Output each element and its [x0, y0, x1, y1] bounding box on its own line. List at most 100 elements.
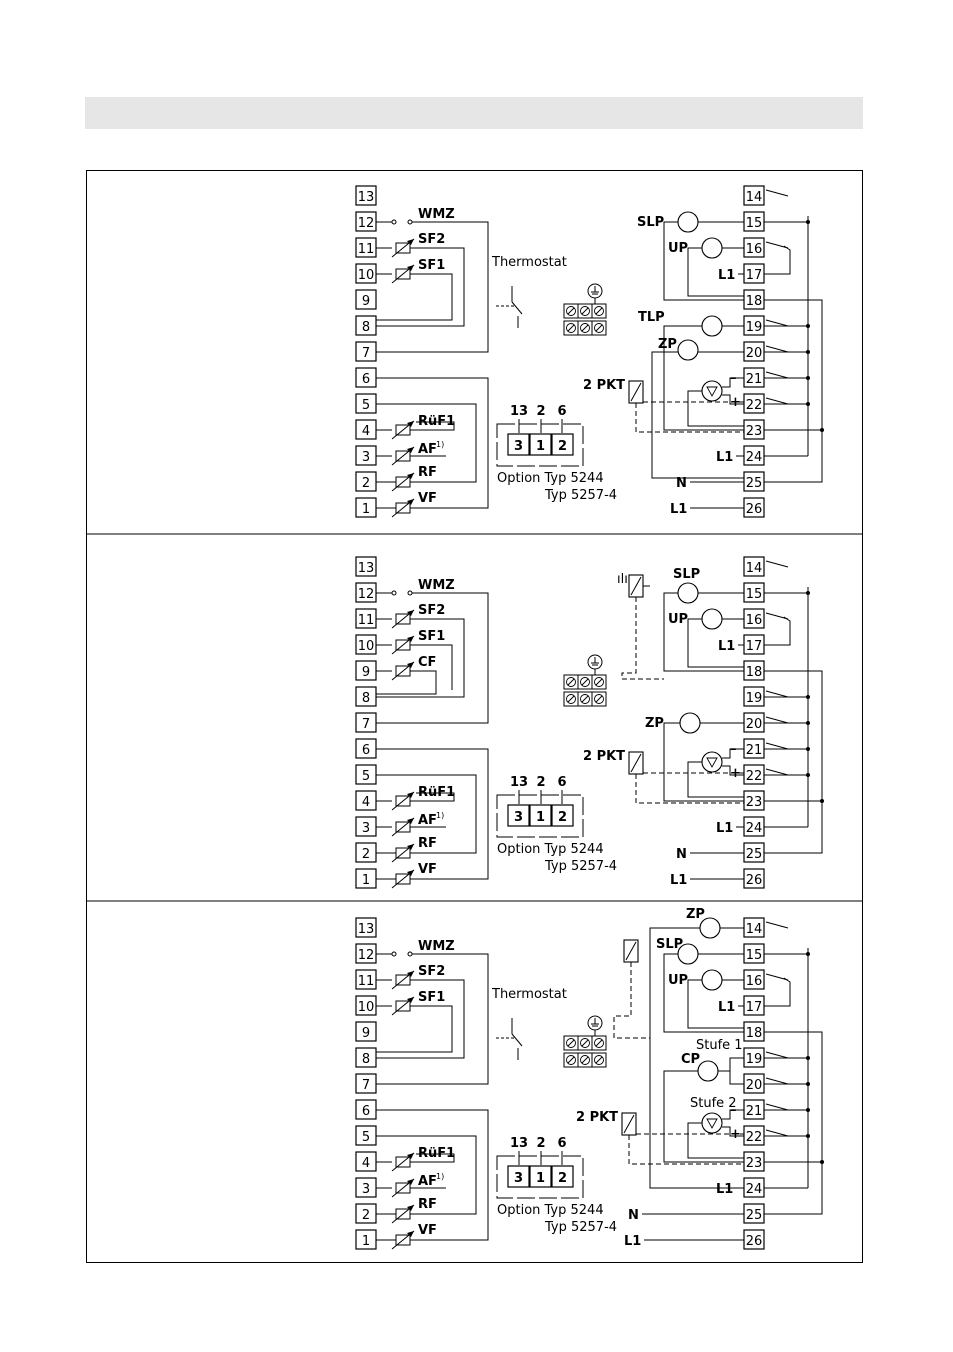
left-terminal-2-label: 2 [362, 476, 370, 491]
option-box-box-label: 3 [514, 1171, 523, 1186]
valve-wire-22 [722, 1126, 744, 1137]
right-terminal-21-label: 21 [746, 743, 763, 758]
ground-terminal-screw-slot [567, 307, 575, 315]
wmz-contact [391, 219, 397, 225]
two-pkt-label: 2 PKT [583, 378, 625, 393]
ground-terminal-screw-head [594, 306, 604, 316]
slp-pump [677, 211, 699, 233]
wmz-contact [391, 590, 397, 596]
left-terminal-10-label: 10 [358, 1000, 375, 1015]
rf-arrowhead [407, 473, 414, 479]
sf1-arrowhead [407, 997, 414, 1003]
l1-label-26: L1 [670, 873, 687, 888]
right-terminal-20-label: 20 [746, 346, 763, 361]
slp-pump [677, 582, 699, 604]
ground-terminal-screw-slot [581, 695, 589, 703]
l1-label-24: L1 [716, 821, 733, 836]
relay-contact-14 [765, 189, 789, 197]
cp-label: CP [681, 1052, 700, 1067]
right-terminal-22-label: 22 [746, 1130, 763, 1145]
right-terminal-23-label: 23 [746, 1156, 763, 1171]
slp-return [663, 221, 744, 301]
right-terminal-16-label: 16 [746, 974, 763, 989]
up-pump [701, 237, 723, 259]
cf-return [376, 670, 437, 695]
contact-16 [765, 973, 789, 981]
vf-return [376, 1109, 489, 1241]
ground-terminal-screw-head [580, 694, 590, 704]
option-box-box-label: 1 [536, 1171, 545, 1186]
left-terminal-1-label: 1 [362, 502, 370, 517]
two-pkt-dash-return [635, 403, 744, 433]
sf2-label: SF2 [418, 964, 445, 979]
right-terminal-20-label: 20 [746, 717, 763, 732]
two-pkt-label: 2 PKT [583, 749, 625, 764]
left-terminal-5-label: 5 [362, 398, 370, 413]
left-terminal-5-label: 5 [362, 1130, 370, 1145]
ground-terminal-screw-slot [581, 1039, 589, 1047]
bridge-16-17 [764, 245, 791, 275]
left-terminal-13-label: 13 [358, 561, 375, 576]
option-box-box-label: 2 [558, 439, 567, 454]
zp-label: ZP [658, 337, 677, 352]
right-terminal-15-label: 15 [746, 948, 763, 963]
option-box-option-label: Option Typ 5244 [497, 1203, 604, 1218]
valve-wire-22 [722, 765, 744, 776]
left-terminal-9-box [355, 289, 377, 310]
option-box-pin-13: 13 [510, 1136, 528, 1151]
sf2-label: SF2 [418, 603, 445, 618]
left-terminal-9-label: 9 [362, 1026, 370, 1041]
relay-top-symbol: ılı [617, 572, 628, 587]
left-terminal-5-label: 5 [362, 769, 370, 784]
left-terminal-4-label: 4 [362, 795, 370, 810]
sf1-label: SF1 [418, 629, 445, 644]
ground-terminal-screw-head [566, 306, 576, 316]
up-label: UP [668, 241, 688, 256]
ground-terminal-screw-slot [567, 324, 575, 332]
ground-terminal-screw-slot [581, 324, 589, 332]
tlp-return [663, 325, 744, 431]
panel-2: 1312111098765432114151617181920212223242… [355, 556, 824, 889]
ruf1-arrowhead [407, 421, 414, 427]
ruf1-return [410, 1153, 455, 1163]
option-box-box-label: 3 [514, 439, 523, 454]
right-terminal-18-label: 18 [746, 294, 763, 309]
left-terminal-3-label: 3 [362, 1182, 370, 1197]
wmz-contact [407, 951, 413, 957]
panel-3: 1312111098765432114151617181920212223242… [355, 907, 824, 1250]
ground-terminal-screw-head [594, 694, 604, 704]
ground-terminal-screw-slot [595, 695, 603, 703]
option-box-pin-2: 2 [536, 1136, 545, 1151]
af-label: AF [418, 442, 437, 457]
ground-terminal-screw-slot [567, 1039, 575, 1047]
slp-label: SLP [637, 215, 664, 230]
ground-terminal-screw-head [566, 677, 576, 687]
option-box-box [551, 433, 574, 456]
zp-pump [677, 339, 699, 361]
two-pkt-dash-return [635, 774, 744, 804]
left-terminal-1-label: 1 [362, 873, 370, 888]
tlp-label: TLP [638, 310, 665, 325]
right-terminal-17-label: 17 [746, 639, 763, 654]
right-terminal-26-label: 26 [746, 873, 763, 888]
option-box-box [507, 1165, 530, 1188]
vf-return [376, 748, 489, 880]
up-pump [701, 969, 723, 991]
option-box-box-label: 1 [536, 810, 545, 825]
relay-contact-21 [765, 742, 789, 750]
left-terminal-2-label: 2 [362, 1208, 370, 1223]
mixing-valve [701, 1112, 723, 1134]
option-box-box-label: 2 [558, 810, 567, 825]
right-terminal-25-label: 25 [746, 476, 763, 491]
sf2-return [376, 618, 465, 698]
relay-top-slash [630, 576, 642, 596]
sf1-arrowhead [407, 636, 414, 642]
mixing-valve-triangle [706, 386, 718, 397]
valve-return [687, 390, 744, 427]
contact-16 [765, 612, 789, 620]
l1-label-26: L1 [670, 502, 687, 517]
zp-label: ZP [686, 907, 705, 922]
wmz-label: WMZ [418, 939, 455, 954]
wmz-contact [391, 951, 397, 957]
left-terminal-13-box [355, 917, 377, 938]
